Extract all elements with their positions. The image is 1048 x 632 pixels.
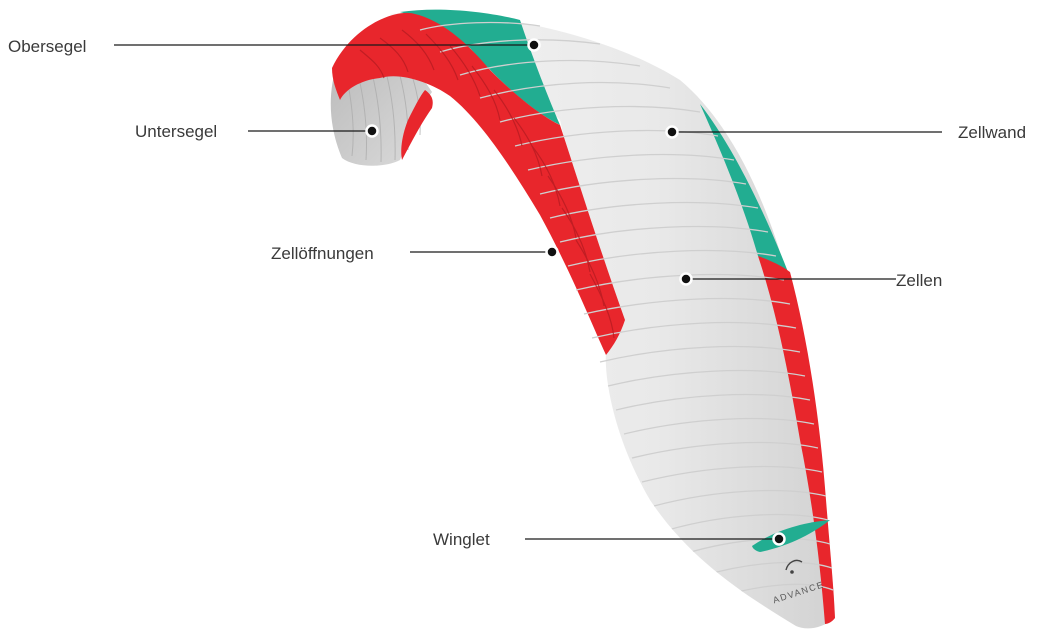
label-untersegel: Untersegel [135,122,217,141]
label-zellen: Zellen [896,271,942,290]
annotation-zelloeffnungen: Zellöffnungen [271,244,558,263]
marker-dot-zelloeffnungen [547,247,558,258]
label-zellwand: Zellwand [958,123,1026,142]
label-obersegel: Obersegel [8,37,86,56]
paraglider-canopy: ADVANCE [331,10,835,629]
marker-dot-obersegel [529,40,540,51]
marker-dot-winglet [774,534,785,545]
marker-dot-zellen [681,274,692,285]
marker-dot-zellwand [667,127,678,138]
label-winglet: Winglet [433,530,490,549]
label-zelloeffnungen: Zellöffnungen [271,244,374,263]
advance-logo-dot [790,570,794,574]
marker-dot-untersegel [367,126,378,137]
